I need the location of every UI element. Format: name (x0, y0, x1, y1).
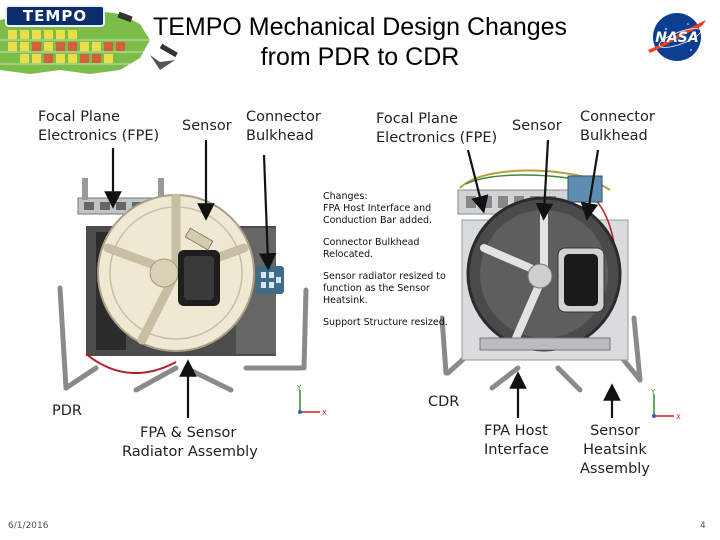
page-number: 4 (700, 521, 706, 531)
arrow-cdr-fpe (466, 149, 489, 214)
axis-triad-cdr: Y X (650, 388, 681, 421)
tempo-logo: TEMPO (5, 5, 105, 27)
axis-triad-pdr: Y X (296, 384, 327, 417)
label-cdr-connector: Connector Bulkhead (580, 109, 655, 144)
svg-text:X: X (322, 409, 327, 417)
label-pdr-connector: Connector Bulkhead (246, 109, 321, 144)
title-line-1: TEMPO Mechanical Design Changes (152, 13, 568, 41)
arrow-cdr-sensor (535, 139, 554, 221)
svg-text:Y: Y (650, 388, 656, 396)
changes-list: Changes: FPA Host Interface and Conducti… (323, 191, 453, 339)
label-pdr-fpa-2: Radiator Assembly (122, 444, 258, 460)
svg-text:X: X (676, 413, 681, 421)
map-graphic (0, 0, 240, 78)
change-item-3: Sensor radiator resized to function as t… (323, 271, 446, 306)
label-cdr-heatsink: Sensor Heatsink Assembly (580, 423, 650, 477)
svg-text:NASA: NASA (655, 30, 698, 46)
label-pdr-fpa: FPA & Sensor (140, 425, 237, 441)
label-pdr-fpe: Focal Plane Electronics (FPE) (38, 109, 160, 144)
changes-heading: Changes: (323, 191, 368, 202)
nasa-logo-icon: NASA (648, 13, 706, 61)
footer-date: 6/1/2016 (8, 521, 49, 531)
label-cdr-tag: CDR (428, 394, 460, 410)
title-line-2: from PDR to CDR (260, 43, 460, 71)
cdr-assembly-figure (440, 169, 643, 393)
label-cdr-sensor: Sensor (512, 118, 562, 134)
arrow-pdr-connector (258, 154, 277, 271)
pdr-assembly-figure (57, 178, 309, 393)
header: TEMPO TEMPO Mechanical Design Changes fr… (0, 0, 720, 78)
label-pdr-tag: PDR (52, 403, 82, 419)
page-title: TEMPO Mechanical Design Changes from PDR… (150, 12, 570, 72)
label-cdr-host: FPA Host Interface (484, 423, 549, 458)
label-pdr-sensor: Sensor (182, 118, 232, 134)
change-item-1: FPA Host Interface and Conduction Bar ad… (323, 203, 432, 226)
svg-text:Y: Y (296, 384, 302, 392)
callout-arrows (104, 139, 621, 418)
arrow-cdr-connector (580, 149, 600, 221)
change-item-4: Support Structure resized. (323, 317, 448, 328)
label-cdr-fpe: Focal Plane Electronics (FPE) (376, 111, 498, 146)
change-item-2: Connector Bulkhead Relocated. (323, 237, 420, 260)
